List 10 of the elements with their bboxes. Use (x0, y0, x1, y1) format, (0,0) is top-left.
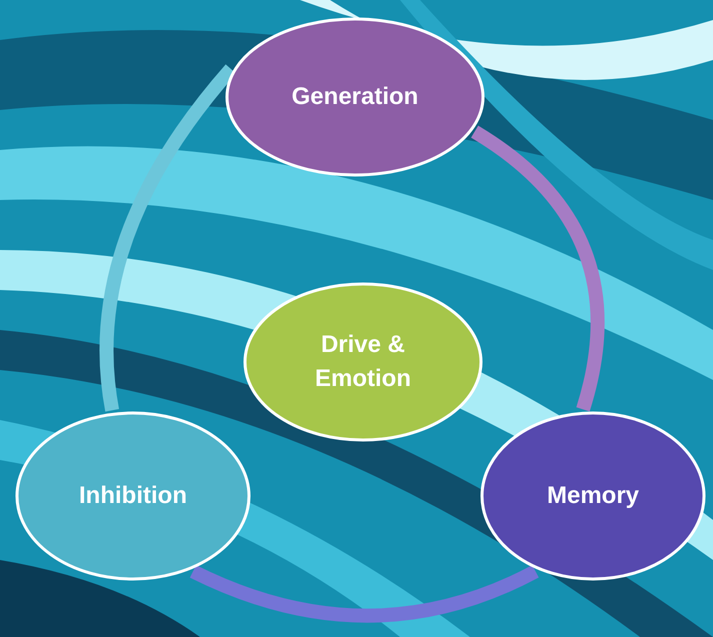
ellipse-node (15, 411, 251, 581)
node-label: Generation (290, 82, 420, 112)
node-label: Inhibition (78, 481, 188, 511)
node-label: Memory (546, 481, 640, 511)
connector-arc (190, 564, 539, 623)
ellipse-node (243, 282, 483, 442)
node-label: Drive & Emotion (314, 330, 412, 394)
ellipse-node (480, 411, 706, 581)
connector-arc (470, 126, 605, 412)
ellipse-node (225, 17, 485, 177)
